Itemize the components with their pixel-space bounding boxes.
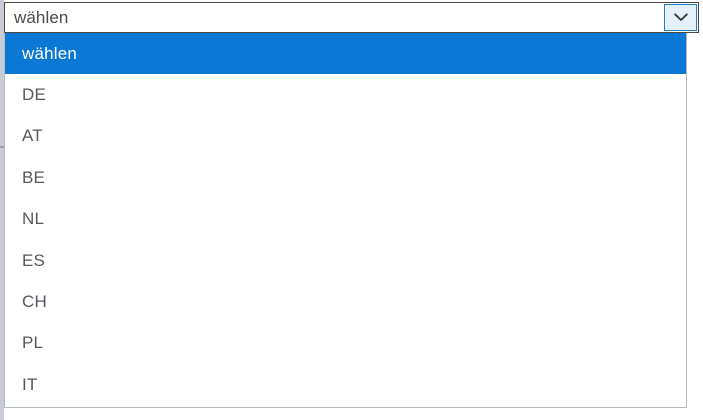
dropdown-option[interactable]: BE [5,157,686,198]
dropdown-option-label: wählen [22,43,78,63]
chevron-down-icon [673,13,688,21]
dropdown-option[interactable]: PL [5,323,686,364]
dropdown-option[interactable]: wählen [5,33,686,75]
country-select[interactable]: wählen [4,2,699,33]
dropdown-option-label: ES [22,250,46,270]
dropdown-option-label: IT [22,374,38,394]
dropdown-option[interactable]: ES [5,240,686,281]
dropdown-option[interactable]: NL [5,199,686,240]
dropdown-option-label: PL [22,333,44,353]
country-select-value[interactable]: wählen [14,7,69,27]
country-select-dropdown-list[interactable]: wählen DE AT BE NL ES CH PL IT [4,33,687,408]
dropdown-option[interactable]: DE [5,74,686,115]
dropdown-option-label: NL [22,209,45,229]
dropdown-option[interactable]: AT [5,116,686,157]
country-select-toggle-button[interactable] [664,4,697,31]
dropdown-option-label: BE [22,167,46,187]
dropdown-option-label: DE [22,85,47,105]
window-left-edge [0,0,4,420]
dropdown-option-label: AT [22,126,43,146]
dropdown-option-label: CH [22,292,47,312]
dropdown-option[interactable]: CH [5,281,686,322]
dropdown-option[interactable]: IT [5,364,686,405]
